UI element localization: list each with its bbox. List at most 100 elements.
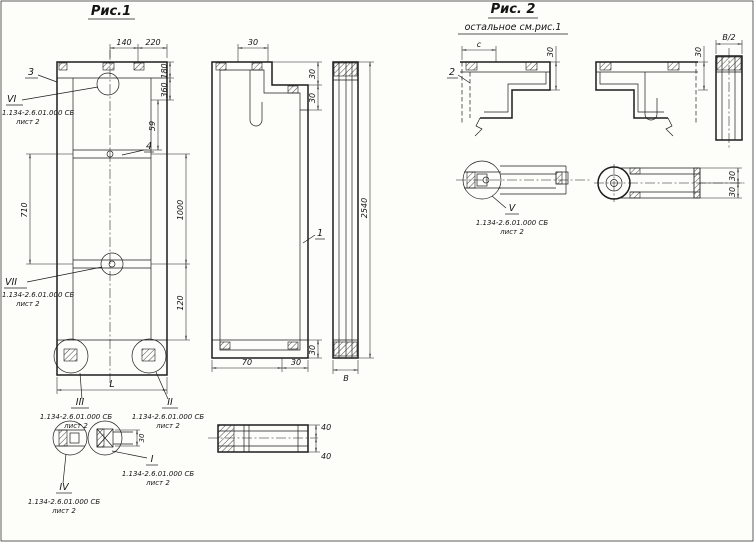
item-mark-1: 1: [317, 228, 323, 239]
item-mark-2: 2: [449, 67, 455, 78]
hatch-tooth: [287, 85, 299, 94]
hatch-tooth: [599, 61, 612, 71]
dim-30: 30: [248, 38, 258, 47]
section-mark-vii: VII: [5, 277, 17, 288]
ref-doc: 1.134-2.6.01.000 СБ: [132, 413, 205, 421]
break-line: [665, 117, 674, 137]
hatch-tooth: [58, 62, 68, 71]
section-mark-i: I: [151, 454, 154, 465]
dim-70: 70: [242, 358, 252, 367]
ref-sheet: лист 2: [15, 300, 40, 308]
dim-220: 220: [145, 38, 160, 47]
hatch-tooth: [251, 62, 263, 71]
fig2-title-block: Рис. 2 остальное см.рис.1: [458, 2, 568, 35]
hook-rod: [249, 70, 263, 127]
fig2-corner-view-left: 2 с 30: [447, 40, 560, 137]
hatch-tooth: [716, 56, 742, 71]
fig2-eye-section: 30 30: [594, 164, 746, 202]
hatch-tooth: [287, 341, 299, 350]
ref-sheet: лист 2: [63, 422, 88, 430]
hatch-tooth: [465, 61, 478, 71]
hatch-tooth: [667, 61, 680, 71]
section-mark-vi: VI: [7, 94, 16, 105]
hatch-cut: [96, 428, 105, 448]
dim-30: 30: [308, 69, 317, 79]
fig1-back-view-dimensions: 140 220 180 360 59 710 1000 120 L: [20, 38, 190, 394]
fig1-back-view-marks: 3 VI 1.134-2.6.01.000 СБ лист 2 VII 1.13…: [2, 67, 204, 430]
hatch-tooth: [102, 62, 115, 71]
dim-30: 30: [291, 358, 301, 367]
ref-sheet: лист 2: [15, 118, 40, 126]
dim-180: 180: [160, 63, 169, 78]
dim-2540: 2540: [360, 198, 369, 218]
dim-710: 710: [20, 202, 29, 217]
hatch-cut: [629, 191, 641, 199]
ref-doc: 1.134-2.6.01.000 СБ: [122, 470, 195, 478]
detail-callout-circle-iv: [52, 420, 88, 456]
fig1-back-view: [21, 50, 169, 400]
dim-B2: В/2: [722, 33, 735, 42]
ref-sheet: лист 2: [499, 228, 524, 236]
fig1-side-view: В 2540: [332, 61, 374, 383]
dim-30: 30: [694, 47, 703, 57]
fig1-front-view: 1: [211, 61, 325, 359]
ref-doc: 1.134-2.6.01.000 СБ: [476, 219, 549, 227]
dim-40: 40: [321, 452, 331, 461]
dim-30: 30: [546, 47, 555, 57]
item-mark-4: 4: [146, 141, 152, 152]
fig2-subtitle: остальное см.рис.1: [465, 22, 562, 33]
break-line: [474, 117, 483, 137]
dim-30: 30: [728, 187, 737, 197]
dim-c: с: [477, 40, 482, 49]
dim-360: 360: [160, 82, 169, 97]
item-mark-3: 3: [28, 67, 34, 78]
ref-doc: 1.134-2.6.01.000 СБ: [2, 291, 75, 299]
hatch-tooth: [333, 341, 358, 357]
hatch-cut: [58, 429, 68, 447]
hatch-tooth: [525, 61, 538, 71]
dim-30: 30: [728, 171, 737, 181]
hatch-tooth: [215, 62, 227, 71]
ref-doc: 1.134-2.6.01.000 СБ: [40, 413, 113, 421]
detail-callout-circle-vi: [96, 72, 120, 96]
fig2-side-strip: В/2: [715, 33, 743, 148]
dim-120: 120: [176, 295, 185, 310]
ref-doc: 1.134-2.6.01.000 СБ: [28, 498, 101, 506]
hatch-tooth: [333, 62, 358, 77]
hook-rod: [644, 72, 658, 121]
hatch-tooth: [219, 341, 231, 350]
section-mark-ii: II: [167, 397, 173, 408]
hatch-cut: [555, 171, 563, 185]
hatch-cut: [629, 167, 641, 175]
hatch-tooth: [141, 348, 156, 362]
detail-callout-circle-ii: [131, 338, 167, 374]
fig1-title: Рис.1: [91, 4, 131, 19]
fig1-horizontal-section: 40 40: [208, 423, 331, 461]
ref-doc: 1.134-2.6.01.000 СБ: [2, 109, 75, 117]
fig2-detail-v: V 1.134-2.6.01.000 СБ лист 2: [456, 160, 592, 236]
detail-callout-circle-i: [87, 420, 123, 456]
fig1-front-view-dimensions: 30 30 30 30 70 30: [211, 38, 322, 372]
dim-30: 30: [308, 345, 317, 355]
dim-B: В: [343, 374, 349, 383]
dim-140: 140: [116, 38, 131, 47]
dim-30: 30: [308, 93, 317, 103]
detail-callout-circle-iii: [53, 338, 89, 374]
hatch-cut: [217, 424, 235, 453]
ref-sheet: лист 2: [155, 422, 180, 430]
section-mark-iii: III: [76, 397, 85, 408]
fig1-detail-i-iv: 30 I 1.134-2.6.01.000 СБ лист 2 IV 1.134…: [28, 420, 195, 515]
dim-30: 30: [138, 433, 146, 442]
dim-1000: 1000: [176, 200, 185, 220]
section-mark-v: V: [509, 203, 517, 214]
dim-40: 40: [321, 423, 331, 432]
fig2-corner-view-right: 30: [595, 46, 708, 137]
hatch-tooth: [63, 348, 78, 362]
ref-sheet: лист 2: [51, 507, 76, 515]
detail-callout-circle-vii: [100, 252, 124, 276]
dim-59: 59: [148, 121, 157, 131]
hatch-tooth: [133, 62, 145, 71]
